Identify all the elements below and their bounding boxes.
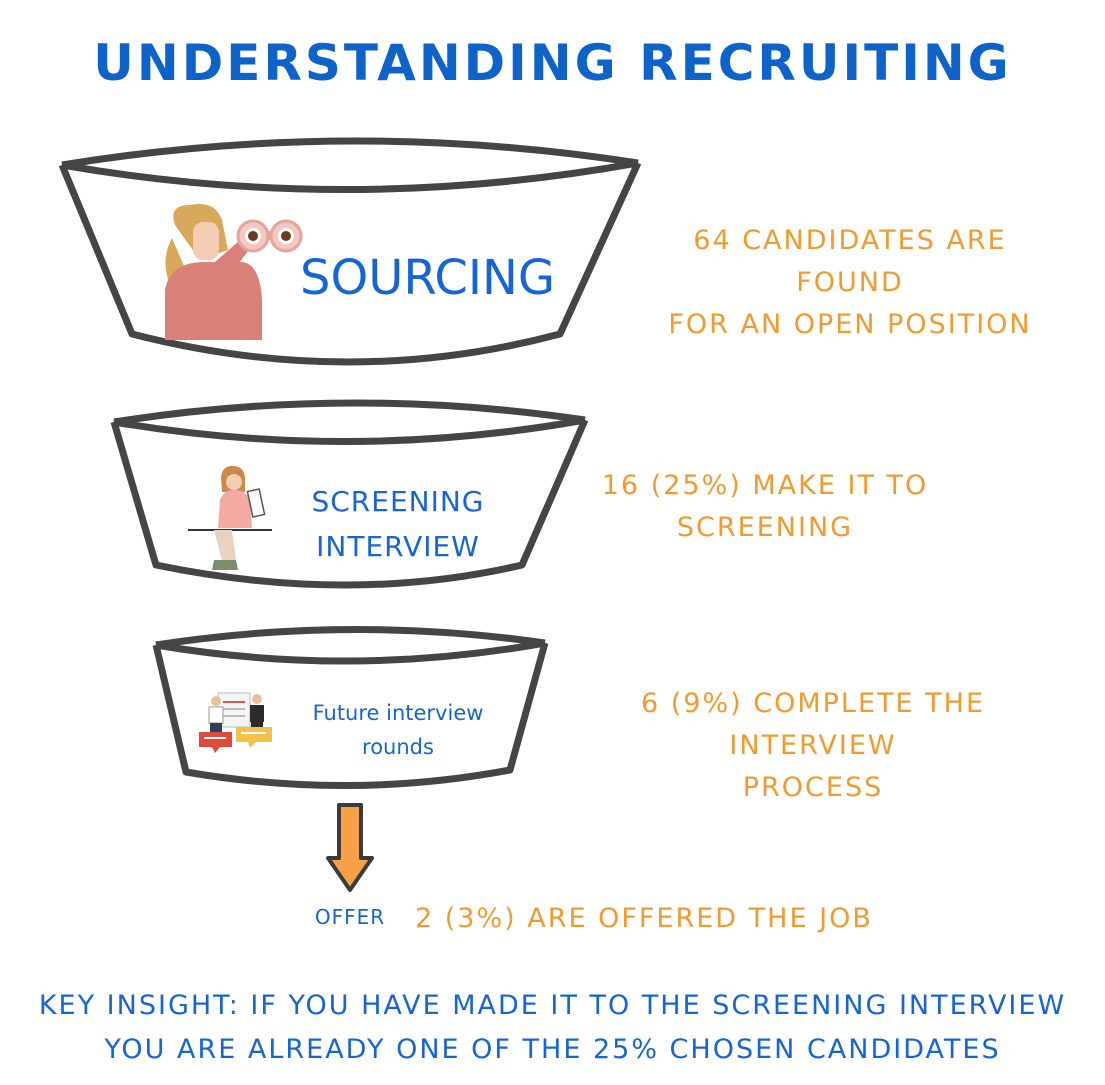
interview-people-illustration xyxy=(199,692,272,753)
stage-note-line: 64 candidates are found xyxy=(693,225,1007,298)
funnel-stage-interview-rounds xyxy=(152,626,549,790)
funnel-stage-sourcing xyxy=(58,137,642,366)
stage-label-line: Sourcing xyxy=(300,250,556,306)
insight-line: you are already one of the 25% chosen ca… xyxy=(104,1033,1001,1065)
stage-note-line: 6 (9%) complete the interview xyxy=(640,688,986,761)
woman-binoculars-illustration xyxy=(165,204,303,340)
stage-label-screening: Screening interview xyxy=(288,480,508,570)
stage-label-sourcing: Sourcing xyxy=(300,250,556,306)
stage-note-sourcing: 64 candidates are found for an open posi… xyxy=(640,220,1060,346)
down-arrow-icon xyxy=(326,803,374,892)
offer-label: offer xyxy=(314,905,386,929)
page-title: Understanding Recruiting xyxy=(93,34,1012,92)
stage-label-line: interview xyxy=(316,529,480,563)
stage-note-line: for an open position xyxy=(668,308,1032,340)
stage-label-line: rounds xyxy=(362,734,434,759)
offer-note: 2 (3%) are offered the job xyxy=(415,903,873,934)
woman-holding-paper-illustration xyxy=(188,465,272,570)
funnel-stage-screening xyxy=(110,399,589,589)
stage-label-line: Screening xyxy=(311,485,485,518)
stage-label-line: Future interview xyxy=(312,701,484,725)
stage-note-interview-rounds: 6 (9%) complete the interview process xyxy=(553,683,1073,809)
insight-line: Key insight: If you have made it to the … xyxy=(38,990,1067,1021)
stage-note-line: screening xyxy=(676,511,854,543)
stage-note-screening: 16 (25%) make it to screening xyxy=(595,465,935,549)
stage-label-interview-rounds: Future interview rounds xyxy=(278,697,518,764)
key-insight: Key insight: If you have made it to the … xyxy=(0,984,1105,1071)
stage-note-line: process xyxy=(742,771,884,803)
stage-note-line: 16 (25%) make it to xyxy=(601,470,929,501)
